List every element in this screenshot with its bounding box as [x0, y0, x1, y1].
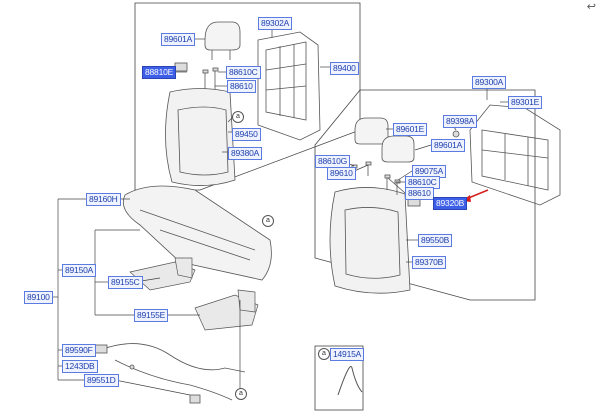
label-88810e-selected[interactable]: 88810E	[142, 66, 177, 79]
label-89160h[interactable]: 89160H	[86, 193, 121, 206]
label-89550b[interactable]: 89550B	[418, 234, 453, 247]
label-89450[interactable]: 89450	[232, 128, 261, 141]
bracket-lines	[52, 198, 241, 396]
seatback-cushion-left	[165, 88, 236, 186]
label-88610-upper[interactable]: 88610	[227, 80, 256, 93]
label-89380a[interactable]: 89380A	[228, 147, 263, 160]
headrest-right-a	[354, 117, 389, 145]
callout-a-harness: a	[235, 388, 247, 400]
label-89300a[interactable]: 89300A	[472, 76, 507, 89]
callout-a-upper: a	[232, 111, 244, 123]
label-89302a[interactable]: 89302A	[258, 17, 293, 30]
label-89601a-upper[interactable]: 89601A	[161, 33, 196, 46]
bolts-left	[174, 62, 219, 92]
label-14915a[interactable]: 14915A	[330, 348, 365, 361]
seat-pad-c	[129, 257, 196, 291]
label-89551d[interactable]: 89551D	[84, 374, 119, 387]
label-89155c[interactable]: 89155C	[108, 276, 143, 289]
label-89610[interactable]: 89610	[327, 167, 356, 180]
seat-cushion	[122, 185, 272, 281]
label-89601e[interactable]: 89601E	[393, 123, 428, 136]
headrest-right-b	[381, 135, 415, 163]
back-arrow-icon[interactable]: ↩	[586, 1, 596, 13]
label-89320b-selected[interactable]: 89320B	[433, 197, 468, 210]
seatback-frame-left	[257, 31, 321, 141]
label-89601a-right[interactable]: 89601A	[431, 139, 466, 152]
inset-box	[314, 345, 364, 411]
label-89150a[interactable]: 89150A	[62, 264, 97, 277]
label-1243db[interactable]: 1243DB	[62, 360, 98, 373]
seat-pad-e	[194, 289, 259, 331]
frame-right	[314, 89, 536, 301]
label-88610-right[interactable]: 88610	[405, 187, 434, 200]
label-89100[interactable]: 89100	[24, 291, 53, 304]
seatback-cushion-right	[329, 187, 411, 294]
label-88610c-upper[interactable]: 88610C	[226, 66, 261, 79]
callout-a-seat: a	[262, 215, 274, 227]
label-89400[interactable]: 89400	[330, 62, 359, 75]
leader-lines-right	[340, 82, 508, 263]
frame-upper-left	[134, 2, 361, 191]
label-89398a[interactable]: 89398A	[443, 115, 478, 128]
headrest-left	[204, 21, 241, 60]
seatback-frame-right	[469, 104, 561, 206]
label-89590f[interactable]: 89590F	[62, 344, 96, 357]
clip-part	[337, 366, 363, 396]
callout-a-inset: a	[318, 348, 330, 360]
wiring-harness	[94, 343, 246, 404]
label-89155e[interactable]: 89155E	[134, 309, 169, 322]
label-89370b[interactable]: 89370B	[412, 256, 447, 269]
label-89301e[interactable]: 89301E	[508, 96, 543, 109]
